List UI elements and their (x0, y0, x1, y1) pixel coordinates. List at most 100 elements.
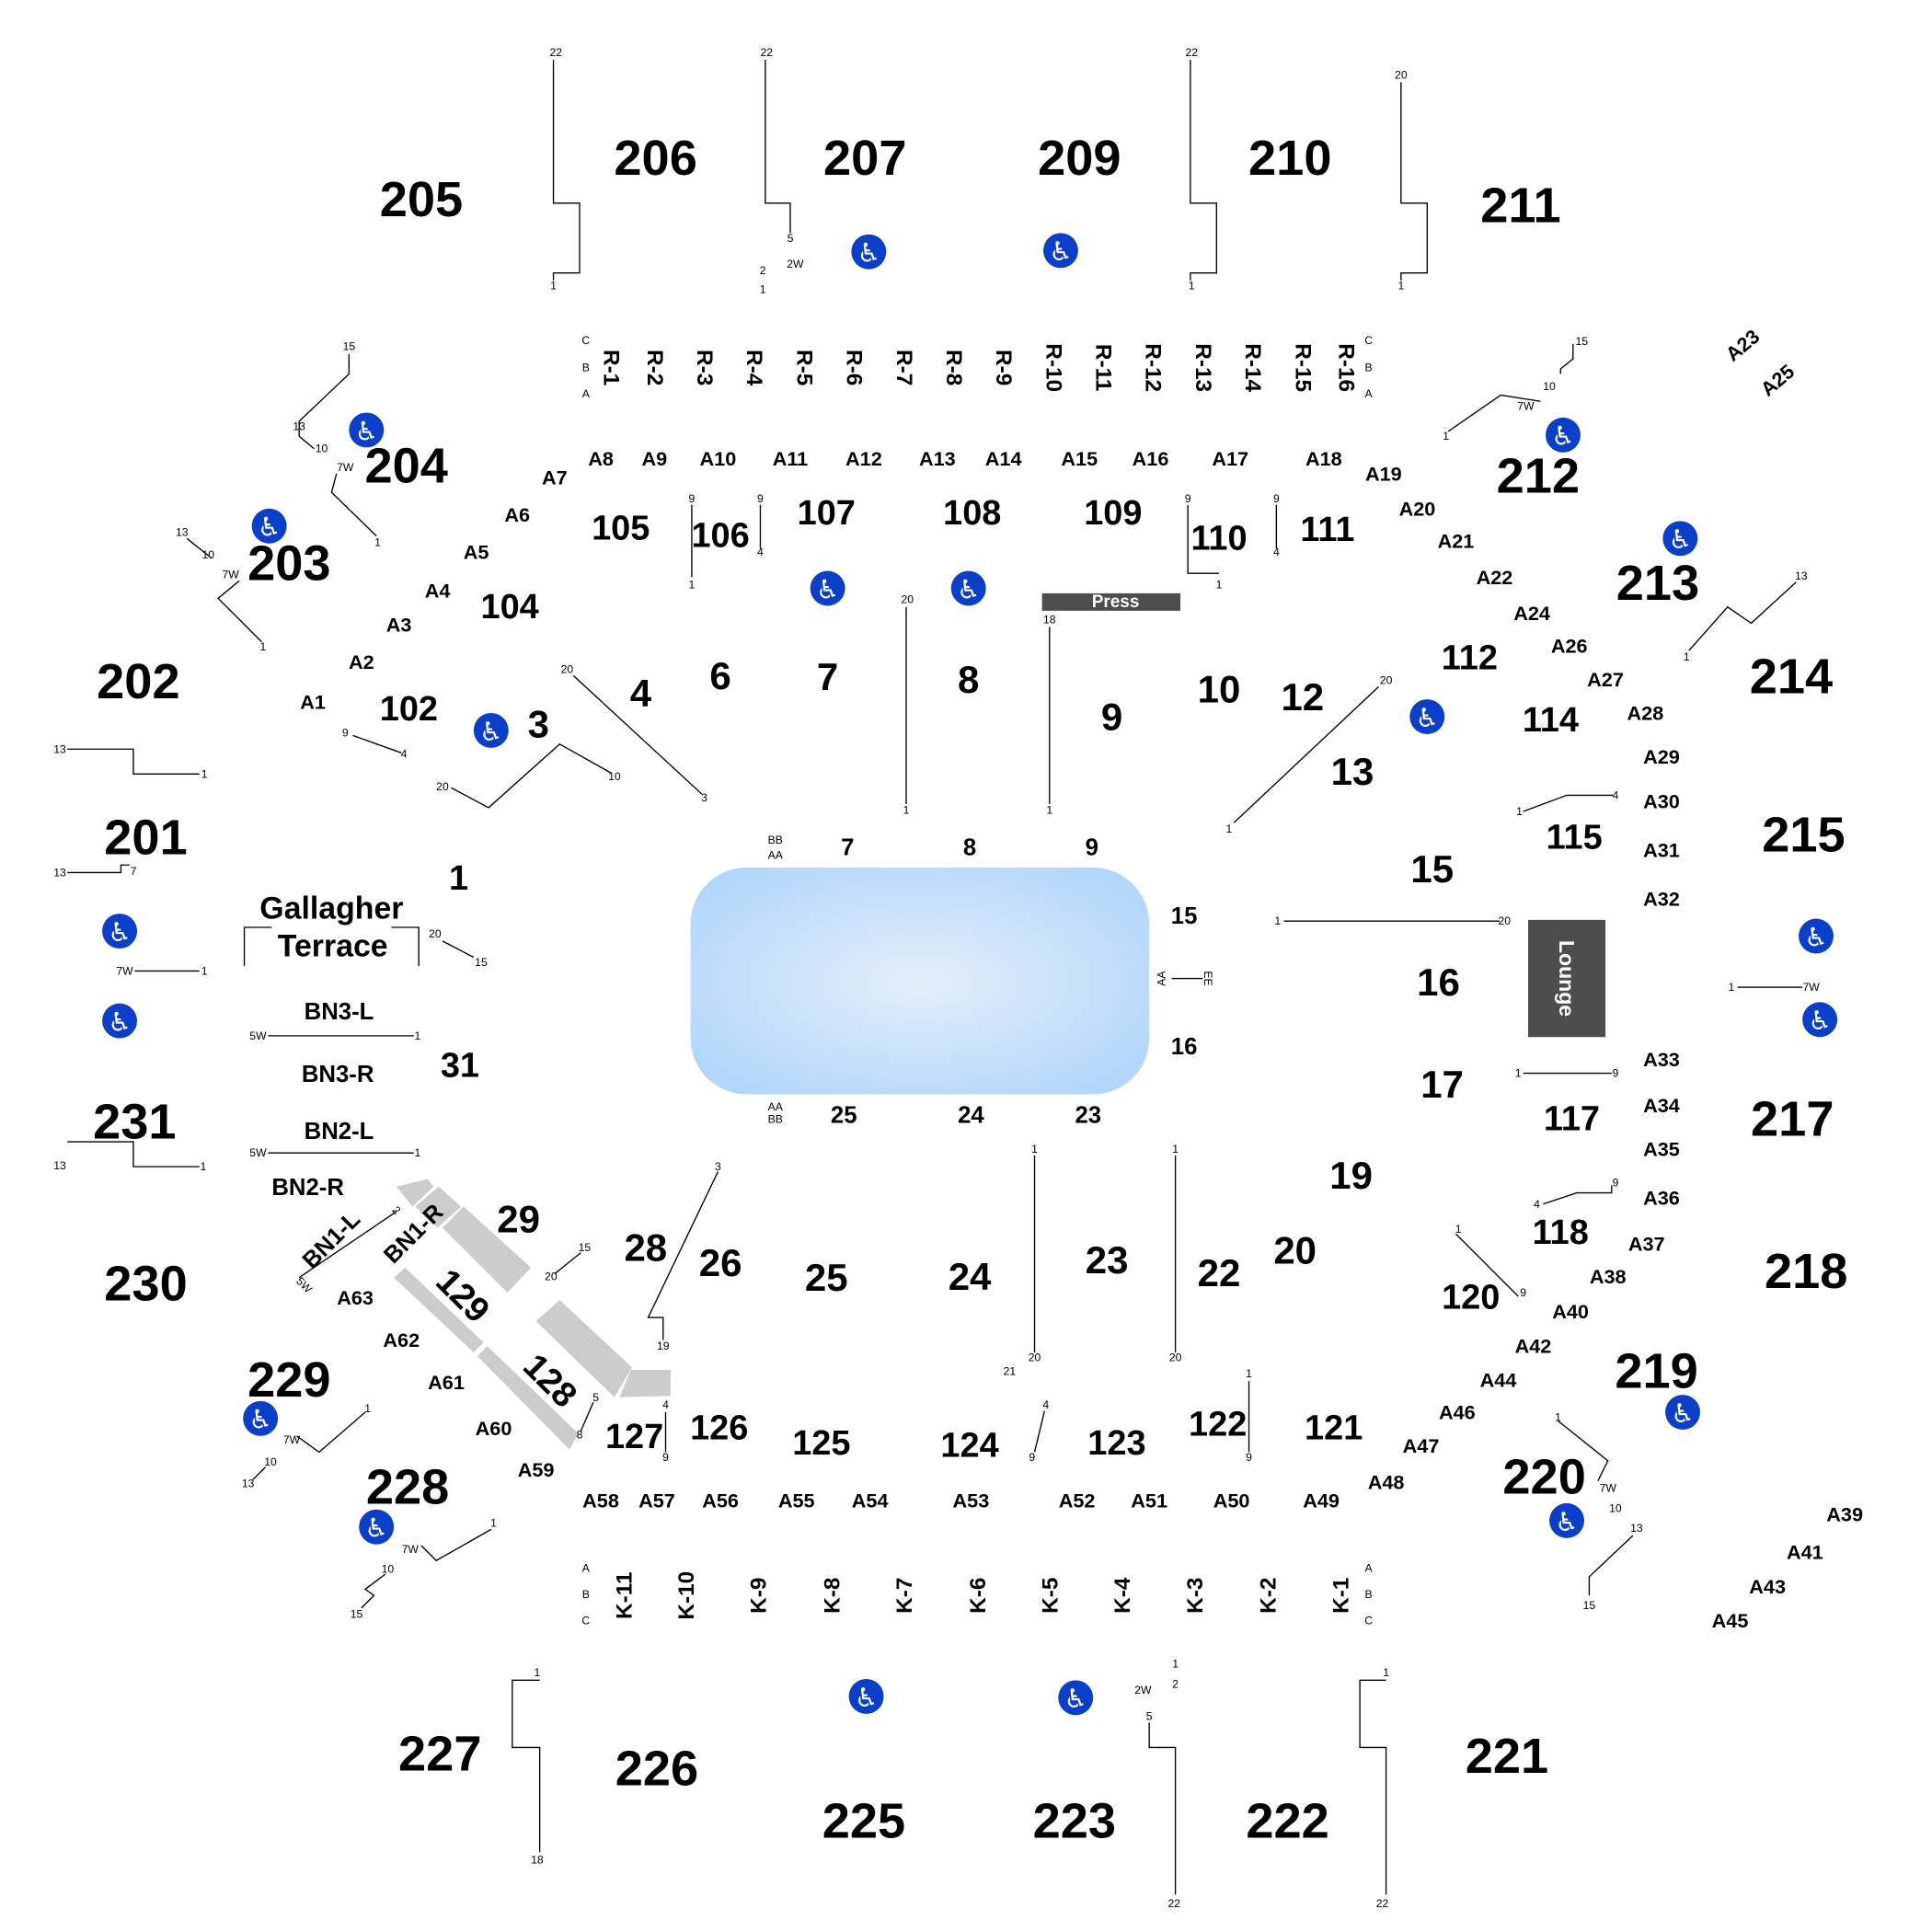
club-seat-label[interactable]: A42 (1515, 1335, 1552, 1358)
lower-section-label[interactable]: 109 (1084, 494, 1142, 533)
lower-section-label[interactable]: 106 (691, 517, 749, 556)
floor-section-label[interactable]: 29 (497, 1198, 540, 1241)
suite-row-label[interactable]: R-5 (791, 350, 816, 385)
suite-row-label[interactable]: K-1 (1328, 1578, 1353, 1614)
club-seat-label[interactable]: A12 (845, 447, 882, 470)
upper-section-label[interactable]: 204 (364, 439, 447, 494)
floor-section-label[interactable]: 13 (1331, 750, 1374, 793)
upper-section-label[interactable]: 214 (1750, 650, 1833, 705)
suite-row-label[interactable]: R-9 (991, 350, 1016, 385)
club-seat-label[interactable]: A59 (518, 1458, 555, 1481)
club-seat-label[interactable]: A2 (349, 650, 374, 673)
club-seat-label[interactable]: A44 (1480, 1368, 1517, 1391)
club-seat-label[interactable]: A56 (702, 1489, 739, 1512)
club-seat-label[interactable]: A40 (1552, 1300, 1589, 1323)
suite-row-label[interactable]: K-2 (1257, 1578, 1282, 1614)
rinkside-label[interactable]: 24 (958, 1103, 984, 1129)
wheelchair-icon[interactable]: ♿ (1665, 1395, 1700, 1430)
rinkside-label[interactable]: 9 (1086, 834, 1098, 860)
rotated-section-label[interactable]: 129 (428, 1262, 496, 1330)
suite-row-label[interactable]: K-7 (892, 1578, 917, 1614)
club-seat-label[interactable]: A28 (1627, 701, 1664, 724)
wheelchair-icon[interactable]: ♿ (1802, 1002, 1838, 1038)
club-seat-label[interactable]: A53 (953, 1489, 990, 1512)
floor-section-label[interactable]: 15 (1410, 847, 1454, 891)
club-seat-label[interactable]: A20 (1399, 497, 1436, 520)
gallagher-terrace-label[interactable]: Terrace (278, 928, 388, 963)
wheelchair-icon[interactable]: ♿ (1662, 521, 1698, 557)
upper-section-label[interactable]: 217 (1751, 1092, 1834, 1147)
floor-section-label[interactable]: 8 (958, 658, 979, 701)
bunker-suite-label[interactable]: BN2-R (271, 1175, 344, 1201)
club-seat-label[interactable]: A17 (1212, 447, 1248, 470)
rinkside-label[interactable]: BB (768, 1113, 783, 1126)
club-seat-label[interactable]: A27 (1587, 668, 1624, 691)
suite-row-label[interactable]: K-4 (1110, 1577, 1135, 1614)
club-seat-label[interactable]: A9 (641, 447, 667, 470)
club-seat-label[interactable]: A46 (1439, 1401, 1476, 1424)
wheelchair-icon[interactable]: ♿ (1043, 233, 1078, 269)
wheelchair-icon[interactable]: ♿ (851, 234, 887, 270)
upper-section-label[interactable]: 226 (615, 1742, 698, 1797)
lower-section-label[interactable]: 120 (1442, 1278, 1500, 1317)
floor-section-label[interactable]: 23 (1086, 1238, 1129, 1282)
club-seat-label[interactable]: A38 (1590, 1265, 1627, 1288)
wheelchair-icon[interactable]: ♿ (1058, 1680, 1094, 1716)
upper-section-label[interactable]: 210 (1248, 131, 1331, 186)
lower-section-label[interactable]: 126 (690, 1409, 748, 1448)
lower-section-label[interactable]: 125 (792, 1424, 850, 1463)
wheelchair-icon[interactable]: ♿ (473, 712, 509, 748)
club-seat-label[interactable]: A34 (1643, 1094, 1680, 1117)
wheelchair-icon[interactable]: ♿ (349, 412, 385, 448)
upper-section-label[interactable]: 211 (1480, 178, 1560, 234)
lower-section-label[interactable]: 121 (1305, 1409, 1363, 1448)
upper-section-label[interactable]: 213 (1616, 556, 1699, 611)
lower-section-label[interactable]: 104 (480, 588, 538, 627)
lower-section-label[interactable]: 112 (1442, 638, 1498, 677)
club-seat-label[interactable]: A15 (1061, 447, 1098, 470)
rinkside-label[interactable]: 16 (1171, 1034, 1198, 1060)
floor-section-label[interactable]: 22 (1198, 1251, 1241, 1294)
club-seat-label[interactable]: A26 (1551, 634, 1588, 657)
suite-row-label[interactable]: R-11 (1091, 344, 1116, 392)
club-seat-label[interactable]: A1 (300, 690, 326, 713)
suite-row-label[interactable]: R-13 (1190, 343, 1215, 392)
lower-section-label[interactable]: 108 (943, 494, 1001, 533)
upper-section-label[interactable]: 225 (822, 1793, 905, 1848)
lower-section-label[interactable]: 110 (1190, 519, 1247, 558)
suite-row-label[interactable]: K-5 (1039, 1578, 1064, 1614)
suite-row-label[interactable]: K-10 (674, 1571, 699, 1620)
club-seat-label[interactable]: A3 (386, 613, 412, 636)
club-seat-label[interactable]: A8 (588, 447, 614, 470)
floor-section-label[interactable]: 26 (699, 1241, 742, 1284)
floor-section-label[interactable]: 4 (630, 672, 652, 715)
suite-row-label[interactable]: R-1 (598, 350, 623, 385)
suite-row-label[interactable]: R-16 (1334, 343, 1359, 392)
club-seat-label[interactable]: A47 (1403, 1434, 1440, 1457)
lower-section-label[interactable]: 105 (592, 509, 650, 547)
rinkside-label[interactable]: 7 (841, 834, 854, 860)
wheelchair-icon[interactable]: ♿ (102, 914, 138, 949)
floor-section-label[interactable]: 3 (528, 703, 549, 746)
club-seat-label[interactable]: A11 (773, 447, 809, 470)
suite-row-label[interactable]: R-4 (742, 350, 766, 386)
club-seat-label[interactable]: A50 (1213, 1489, 1250, 1512)
upper-section-label[interactable]: 201 (104, 810, 187, 865)
upper-section-label[interactable]: 229 (247, 1352, 330, 1408)
club-seat-label[interactable]: A36 (1643, 1187, 1680, 1210)
suite-row-label[interactable]: R-2 (642, 350, 667, 385)
club-seat-label[interactable]: A6 (504, 503, 530, 526)
club-seat-label[interactable]: A49 (1303, 1489, 1340, 1512)
wheelchair-icon[interactable]: ♿ (1549, 1502, 1584, 1538)
club-seat-label[interactable]: A10 (700, 447, 737, 470)
lower-section-label[interactable]: 111 (1300, 511, 1354, 549)
club-seat-label[interactable]: A7 (542, 466, 568, 489)
upper-section-label[interactable]: 228 (366, 1459, 449, 1514)
club-seat-label[interactable]: A63 (337, 1286, 374, 1309)
rinkside-label[interactable]: EE (1202, 971, 1214, 985)
upper-section-label[interactable]: 230 (104, 1256, 187, 1311)
lower-section-label[interactable]: 114 (1523, 701, 1579, 740)
club-seat-label[interactable]: A18 (1305, 447, 1342, 470)
club-seat-label[interactable]: A19 (1365, 462, 1402, 485)
lower-section-label[interactable]: 123 (1087, 1424, 1145, 1463)
